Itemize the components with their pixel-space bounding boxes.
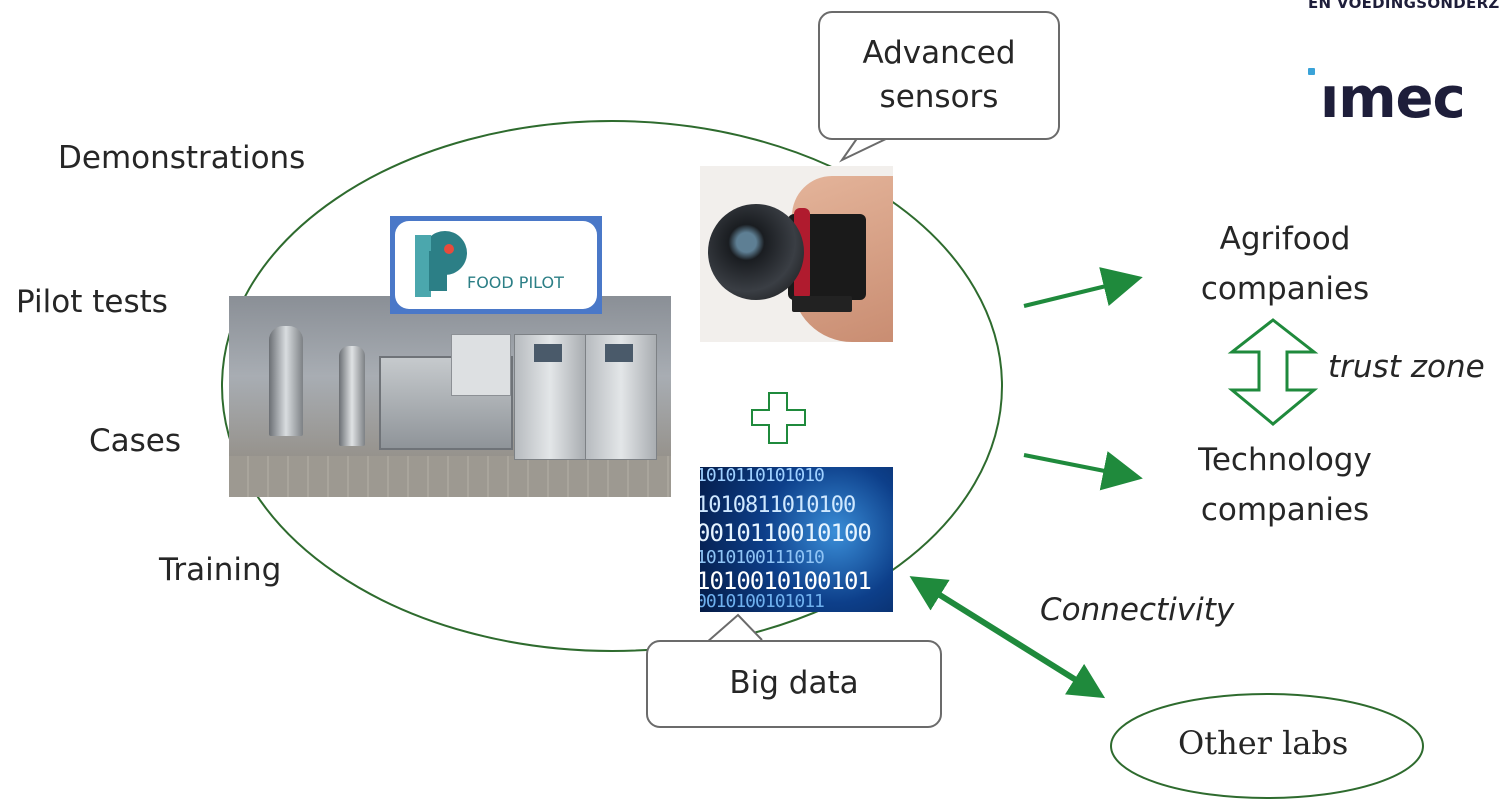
camera-mount — [792, 296, 852, 312]
header-fragment: EN VOEDINGSONDERZ — [1308, 0, 1500, 12]
binary-row-4: 1010100111010 — [700, 547, 825, 568]
label-training: Training — [159, 552, 282, 588]
food-pilot-badge: FOOD PILOT — [390, 216, 602, 314]
pilot-plant-photo — [229, 296, 671, 497]
connectivity-arrow — [909, 576, 1106, 699]
label-demonstrations: Demonstrations — [58, 140, 306, 176]
plant-box — [451, 334, 511, 396]
plant-screen-1 — [534, 344, 562, 362]
plus-icon — [751, 392, 806, 444]
sensors-callout-tail — [839, 136, 891, 163]
binary-row-2: 1010811010100 — [700, 493, 856, 518]
camera-lens — [708, 204, 804, 300]
label-pilot-tests: Pilot tests — [16, 284, 168, 320]
plant-floor — [229, 456, 671, 497]
bigdata-callout: Big data — [646, 640, 942, 728]
food-pilot-logo-icon — [415, 231, 467, 297]
binary-row-1: 1010110101010 — [700, 467, 825, 486]
plant-cabinet-2 — [585, 334, 657, 460]
imec-logo-text: ımec — [1320, 66, 1466, 131]
binary-row-3: 0010110010100 — [700, 519, 872, 547]
binary-data-image: 1010110101010 1010811010100 001011001010… — [700, 467, 893, 612]
arrow-to-technology — [1023, 451, 1143, 491]
trust-zone-arrow — [1227, 318, 1319, 426]
imec-logo-dot — [1308, 68, 1315, 75]
imec-logo: ımec — [1306, 66, 1476, 136]
sensors-callout: Advanced sensors — [818, 11, 1060, 140]
binary-row-5: 1010010100101 — [700, 567, 872, 595]
label-agrifood-companies: Agrifood companies — [1200, 221, 1370, 307]
plant-screen-2 — [605, 344, 633, 362]
label-technology-companies: Technology companies — [1198, 442, 1372, 528]
label-trust-zone: trust zone — [1328, 349, 1485, 385]
food-pilot-card: FOOD PILOT — [395, 221, 597, 309]
label-other-labs: Other labs — [1178, 724, 1349, 762]
food-pilot-label: FOOD PILOT — [467, 273, 564, 292]
camera-photo — [700, 166, 893, 342]
label-cases: Cases — [89, 423, 182, 459]
bigdata-callout-tail — [705, 613, 763, 644]
plant-tank-2 — [339, 346, 365, 446]
binary-row-6: 0010100101011 — [700, 591, 825, 612]
label-connectivity: Connectivity — [1040, 592, 1235, 628]
arrow-to-agrifood — [1023, 267, 1143, 308]
other-labs-ellipse — [1110, 693, 1424, 799]
ecosystem-ellipse — [221, 120, 1003, 652]
plant-tank-1 — [269, 326, 303, 436]
